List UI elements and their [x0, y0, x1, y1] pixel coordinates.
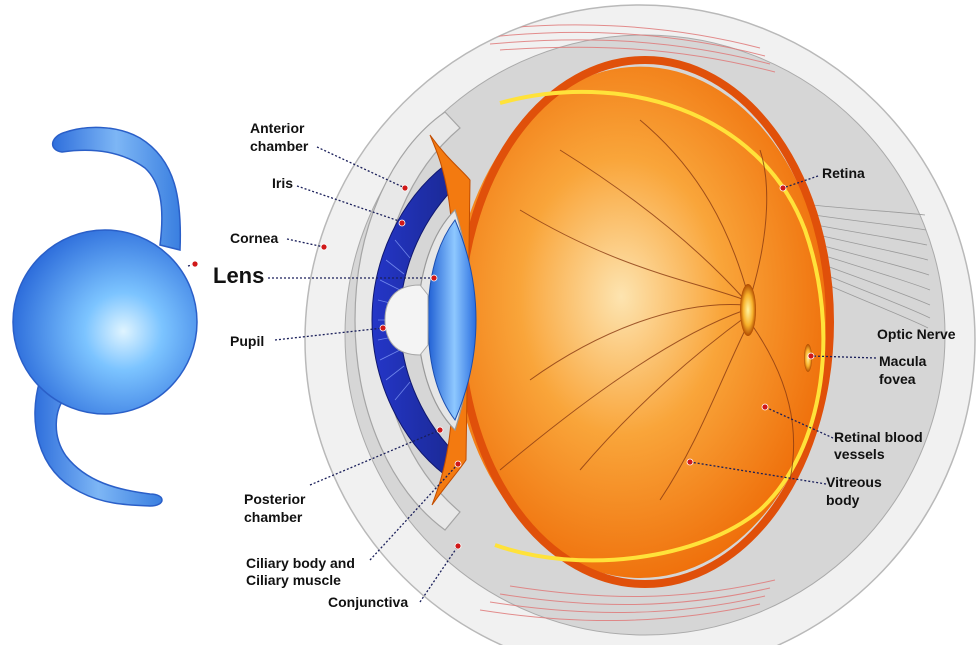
label-macula: Macula fovea: [879, 353, 930, 387]
label-optic-nerve: Optic Nerve: [877, 326, 956, 342]
marker-pupil: [379, 324, 387, 332]
lens: [427, 219, 477, 421]
marker-retinal-vessels: [761, 403, 769, 411]
label-lens: Lens: [213, 263, 264, 288]
marker-macula: [807, 352, 815, 360]
optic-nerve: [811, 204, 931, 329]
label-retina: Retina: [822, 165, 865, 181]
leader-lines: [187, 146, 877, 603]
label-pupil: Pupil: [230, 333, 264, 349]
vitreous-body: [452, 66, 828, 578]
marker-vitreous: [686, 458, 694, 466]
marker-implant: [191, 260, 199, 268]
marker-posterior-chamber: [436, 426, 444, 434]
macula: [804, 344, 812, 372]
label-vitreous: Vitreous body: [826, 474, 886, 508]
implant-haptic-top: [52, 126, 182, 251]
optic-disc: [740, 284, 756, 336]
label-cornea: Cornea: [230, 230, 278, 246]
marker-cornea: [320, 243, 328, 251]
label-posterior-chamber: Posterior chamber: [244, 491, 309, 525]
marker-dots: [191, 184, 815, 550]
eye-cross-section: [304, 4, 976, 645]
labels: Anterior chamber Iris Cornea Lens Pupil …: [213, 120, 956, 610]
marker-conjunctiva: [454, 542, 462, 550]
retina-layer: [494, 90, 826, 563]
implant-haptic-bottom: [34, 378, 163, 507]
implant-optic: [12, 229, 198, 415]
label-iris: Iris: [272, 175, 293, 191]
retinal-blood-vessels: [499, 119, 795, 501]
label-anterior-chamber: Anterior chamber: [250, 120, 309, 154]
label-ciliary: Ciliary body and Ciliary muscle: [246, 555, 359, 588]
marker-iris: [398, 219, 406, 227]
intraocular-lens-implant: [12, 126, 198, 507]
marker-ciliary: [454, 460, 462, 468]
marker-lens: [430, 274, 438, 282]
marker-anterior-chamber: [401, 184, 409, 192]
pupil: [384, 284, 429, 356]
marker-retina: [779, 184, 787, 192]
label-conjunctiva: Conjunctiva: [328, 594, 408, 610]
label-retinal-vessels: Retinal blood vessels: [834, 429, 927, 462]
